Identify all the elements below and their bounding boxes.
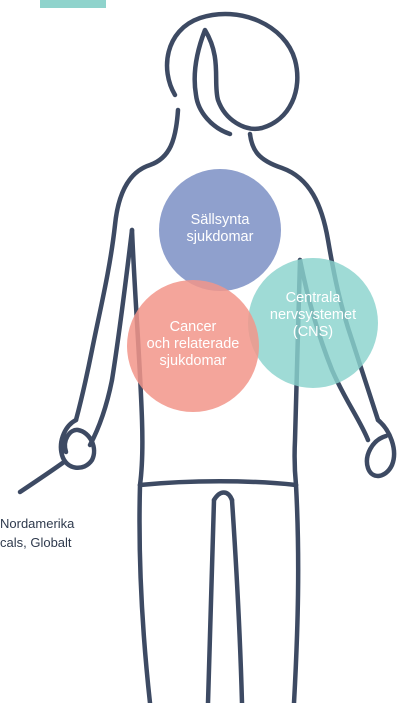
label-rare-line2: sjukdomar [186,229,254,245]
right-shoulder [247,131,381,423]
header-tab [40,0,106,8]
crotch [211,490,235,503]
left-hand [58,417,97,470]
focus-circles [127,169,378,412]
right-hand [364,417,397,479]
leg-right-outer [291,482,301,703]
head-outline [164,11,300,137]
cord [17,459,67,495]
waist [137,479,299,488]
leg-left-inner [205,497,217,703]
label-cns: Centrala nervsystemet (CNS) [250,290,376,341]
circle-rare [159,169,281,291]
label-rare-line1: Sällsynta [190,212,250,228]
label-cancer-line3: sjukdomar [159,353,227,369]
leg-right-inner [229,497,245,703]
label-rare: Sällsynta sjukdomar [160,212,280,246]
circle-cancer [127,280,259,412]
label-cancer-line1: Cancer [169,319,217,335]
side-text: Nordamerika cals, Globalt [0,514,74,552]
circle-cns [248,258,378,388]
leg-left-outer [137,482,153,703]
label-cns-line1: Centrala [285,290,341,306]
label-cns-line2: nervsystemet [269,307,357,323]
label-cancer: Cancer och relaterade sjukdomar [126,319,260,370]
left-shoulder [73,107,181,423]
left-inner-arm [87,227,135,448]
torso-left [129,227,145,488]
side-text-line1: Nordamerika [0,516,75,531]
label-cancer-line2: och relaterade [146,336,240,352]
label-cns-line3: (CNS) [292,324,334,340]
person-outline [17,11,397,703]
side-text-line2: cals, Globalt [0,535,72,550]
